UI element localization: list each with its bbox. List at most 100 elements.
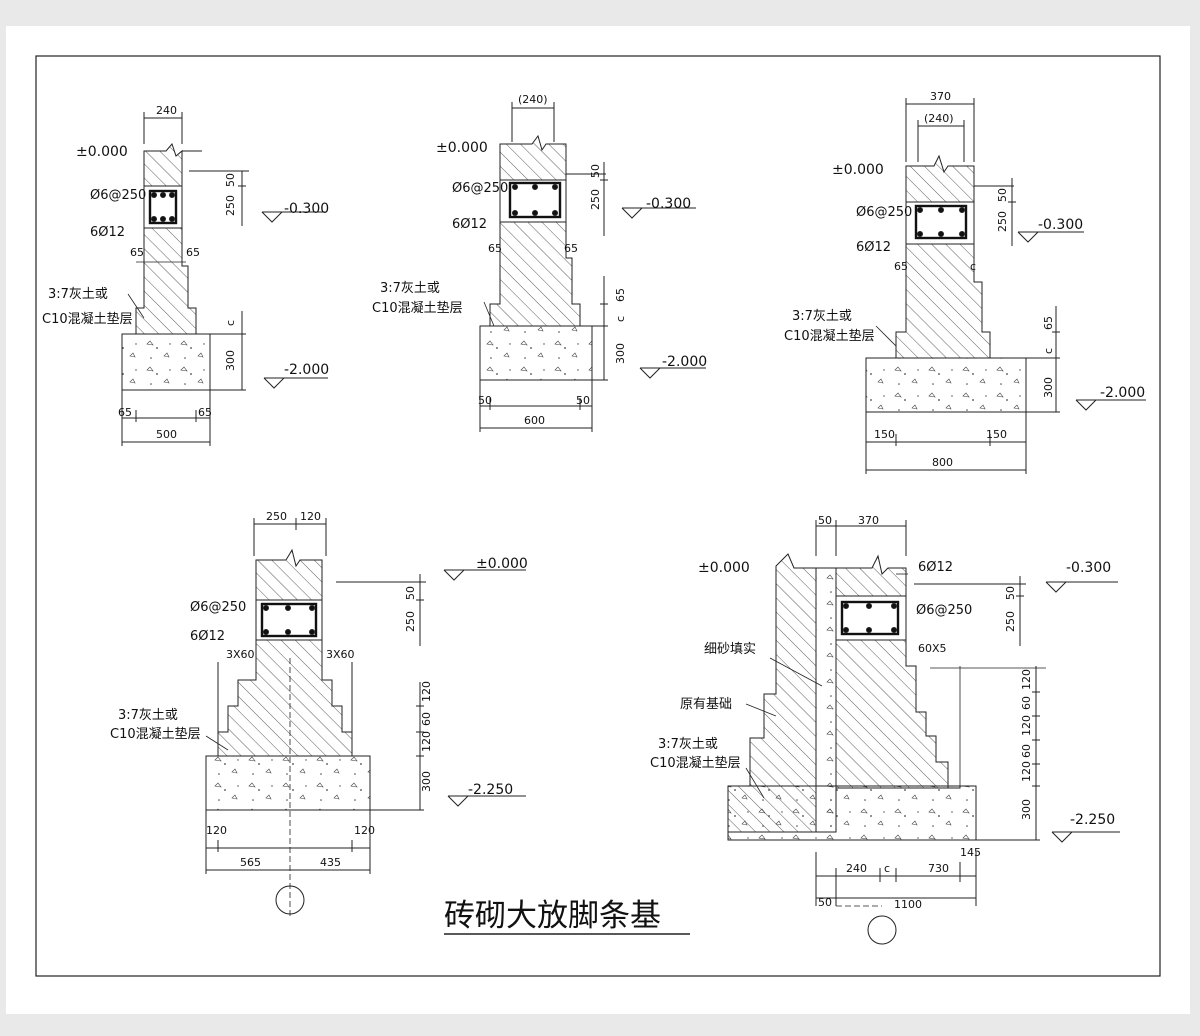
d4-elev-base: -2.250 <box>468 782 513 798</box>
d2-cushion-2: C10混凝土垫层 <box>372 300 463 316</box>
d5-cushion-1: 3:7灰土或 <box>658 737 718 752</box>
d2-cushion-1: 3:7灰土或 <box>380 281 440 296</box>
d4-stirrup: Ø6@250 <box>190 600 246 615</box>
d1-bars: 6Ø12 <box>90 225 125 240</box>
d3-h50: 50 <box>996 188 1009 202</box>
drawing-sheet: 240 ±0.000 Ø6@250 6Ø12 50 250 -0.300 65 … <box>6 26 1190 1014</box>
d1-hc: c <box>224 320 237 326</box>
d4-top-r: 120 <box>300 510 321 523</box>
d4-cushion-2: C10混凝土垫层 <box>110 726 201 742</box>
d1-cushion-2: C10混凝土垫层 <box>42 311 133 327</box>
d2-elev-beam: -0.300 <box>646 196 691 212</box>
d3-h65: 65 <box>1042 316 1055 330</box>
d2-h50: 50 <box>589 164 602 178</box>
d5-h120b: 120 <box>1020 715 1033 736</box>
d3-h300: 300 <box>1042 377 1055 398</box>
d4-bot-right: 435 <box>320 856 341 869</box>
d1-elev-base: -2.000 <box>284 362 329 378</box>
detail-5-text: 50 370 ±0.000 6Ø12 Ø6@250 -0.300 50 250 … <box>650 514 1115 911</box>
d2-h65: 65 <box>614 288 627 302</box>
d5-old-label: 原有基础 <box>680 697 732 712</box>
d2-bot-total: 600 <box>524 414 545 427</box>
d4-bot-r: 120 <box>354 824 375 837</box>
d2-elev-base: -2.000 <box>662 354 707 370</box>
sheet-border <box>35 55 1161 977</box>
d3-stirrup: Ø6@250 <box>856 205 912 220</box>
detail-4-text: 250 120 ±0.000 Ø6@250 6Ø12 50 250 3X60 3… <box>110 510 528 869</box>
d3-cushion-1: 3:7灰土或 <box>792 309 852 324</box>
detail-1-text: 240 ±0.000 Ø6@250 6Ø12 50 250 -0.300 65 … <box>42 104 329 441</box>
d3-bot-l: 150 <box>874 428 895 441</box>
detail-2 <box>479 102 706 432</box>
d5-bot-b: 730 <box>928 862 949 875</box>
d3-bars: 6Ø12 <box>856 240 891 255</box>
d5-top-r: 370 <box>858 514 879 527</box>
d1-bot-r: 65 <box>198 406 212 419</box>
d3-h250: 250 <box>996 211 1009 232</box>
d2-bot-r: 50 <box>576 394 590 407</box>
d3-elev-beam: -0.300 <box>1038 217 1083 233</box>
d2-h300: 300 <box>614 343 627 364</box>
d5-h120a: 120 <box>1020 669 1033 690</box>
d1-off-r: 65 <box>186 246 200 259</box>
d1-bot-total: 500 <box>156 428 177 441</box>
d4-bot-l: 120 <box>206 824 227 837</box>
d2-stirrup: Ø6@250 <box>452 181 508 196</box>
d2-h250: 250 <box>589 189 602 210</box>
d4-h120b: 120 <box>420 731 433 752</box>
d3-elev-top: ±0.000 <box>832 162 884 178</box>
d3-off-l: 65 <box>894 260 908 273</box>
d1-off-l: 65 <box>130 246 144 259</box>
d4-h50: 50 <box>404 586 417 600</box>
d5-bot-145: 145 <box>960 846 981 859</box>
d4-bot-left: 565 <box>240 856 261 869</box>
d5-cushion-2: C10混凝土垫层 <box>650 755 741 771</box>
d5-h60b: 60 <box>1020 744 1033 758</box>
d1-elev-top: ±0.000 <box>76 144 128 160</box>
d1-elev-beam: -0.300 <box>284 201 329 217</box>
d5-h250: 250 <box>1004 611 1017 632</box>
d4-h300: 300 <box>420 771 433 792</box>
d5-bot-total: 1100 <box>894 898 922 911</box>
d5-fill-label: 细砂填实 <box>704 642 756 657</box>
d4-cushion-1: 3:7灰土或 <box>118 708 178 723</box>
d2-top-dim: (240) <box>518 93 548 106</box>
d2-off-l: 65 <box>488 242 502 255</box>
d1-stirrup: Ø6@250 <box>90 188 146 203</box>
d5-h300: 300 <box>1020 799 1033 820</box>
d5-top-l: 50 <box>818 514 832 527</box>
d4-bars: 6Ø12 <box>190 629 225 644</box>
d2-bot-l: 50 <box>478 394 492 407</box>
d3-hc: c <box>1042 348 1055 354</box>
drawing-title: 砖砌大放脚条基 <box>444 898 661 934</box>
drawing-canvas: 240 ±0.000 Ø6@250 6Ø12 50 250 -0.300 65 … <box>35 55 1161 977</box>
d5-h50: 50 <box>1004 586 1017 600</box>
d5-bot-a: 240 <box>846 862 867 875</box>
d1-h300: 300 <box>224 350 237 371</box>
d5-bars: 6Ø12 <box>918 560 953 575</box>
d1-top-dim: 240 <box>156 104 177 117</box>
d4-step-r: 3X60 <box>326 648 355 661</box>
detail-3-text: 370 (240) ±0.000 Ø6@250 6Ø12 50 250 -0.3… <box>784 90 1145 469</box>
d3-bot-total: 800 <box>932 456 953 469</box>
d1-bot-l: 65 <box>118 406 132 419</box>
detail-3 <box>865 98 1146 474</box>
d2-elev-top: ±0.000 <box>436 140 488 156</box>
d5-h120c: 120 <box>1020 761 1033 782</box>
d5-bot-50: 50 <box>818 896 832 909</box>
d3-top-dim: 370 <box>930 90 951 103</box>
d5-stirrup: Ø6@250 <box>916 603 972 618</box>
d4-elev-top: ±0.000 <box>476 556 528 572</box>
d2-off-r: 65 <box>564 242 578 255</box>
d5-elev-top: ±0.000 <box>698 560 750 576</box>
detail-4 <box>205 518 526 916</box>
detail-1 <box>121 112 328 446</box>
d3-cushion-2: C10混凝土垫层 <box>784 328 875 344</box>
d5-h60a: 60 <box>1020 696 1033 710</box>
d3-top-dim2: (240) <box>924 112 954 125</box>
d4-step-l: 3X60 <box>226 648 255 661</box>
d4-h120a: 120 <box>420 681 433 702</box>
detail-2-text: (240) ±0.000 Ø6@250 6Ø12 50 250 -0.300 6… <box>372 93 707 427</box>
d5-bot-c: c <box>884 862 890 875</box>
d4-h60a: 60 <box>420 712 433 726</box>
